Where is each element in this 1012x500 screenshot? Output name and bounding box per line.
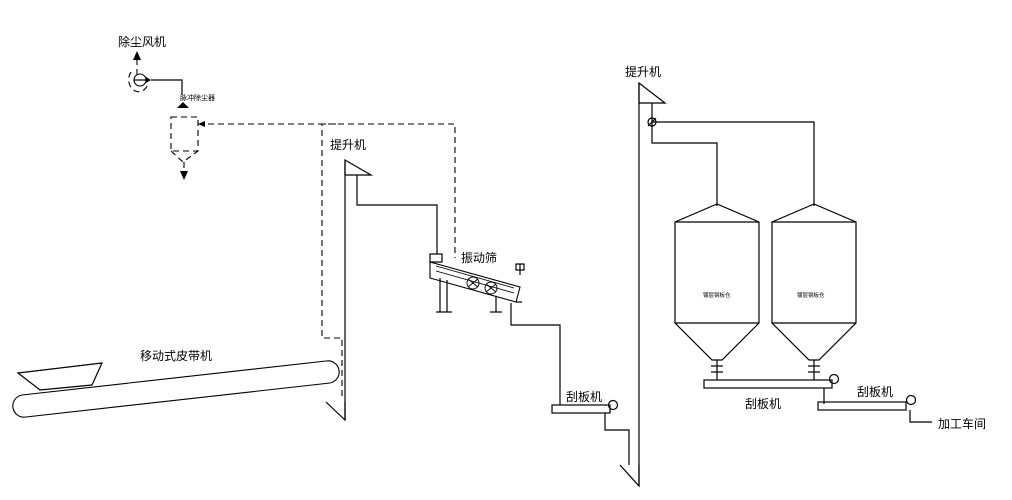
elevator-1-label: 提升机 (330, 137, 366, 152)
silo-2-label: 镀层钢板仓 (797, 291, 825, 299)
steel-silo-2 (771, 203, 857, 380)
scraper-conveyor-1 (551, 399, 630, 465)
scraper-conveyor-3 (817, 394, 932, 423)
bucket-elevator-2 (619, 81, 815, 488)
workshop-label: 加工车间 (938, 416, 986, 431)
scraper-conveyor-2 (703, 373, 840, 404)
mobile-belt-conveyor (12, 360, 340, 418)
elevator-2-label: 提升机 (625, 64, 661, 79)
belt-conveyor-label: 移动式皮带机 (140, 349, 212, 363)
vibrating-screen-label: 振动筛 (461, 250, 497, 265)
dust-fan (128, 51, 183, 95)
screen-discharge-line (510, 303, 561, 405)
scraper-3-label: 刮板机 (857, 385, 893, 399)
scraper-1-label: 刮板机 (566, 390, 602, 404)
bucket-elevator-1 (325, 158, 438, 422)
pulse-dust-collector (170, 102, 199, 180)
steel-silo-1 (674, 203, 760, 380)
dust-fan-label: 除尘风机 (118, 34, 166, 49)
dust-duct (198, 121, 456, 398)
pulse-collector-label: 脉冲除尘器 (180, 93, 215, 102)
silo-1-label: 镀层钢板仓 (703, 291, 731, 299)
vibrating-screen (429, 253, 525, 313)
scraper-2-label: 刮板机 (745, 397, 781, 411)
